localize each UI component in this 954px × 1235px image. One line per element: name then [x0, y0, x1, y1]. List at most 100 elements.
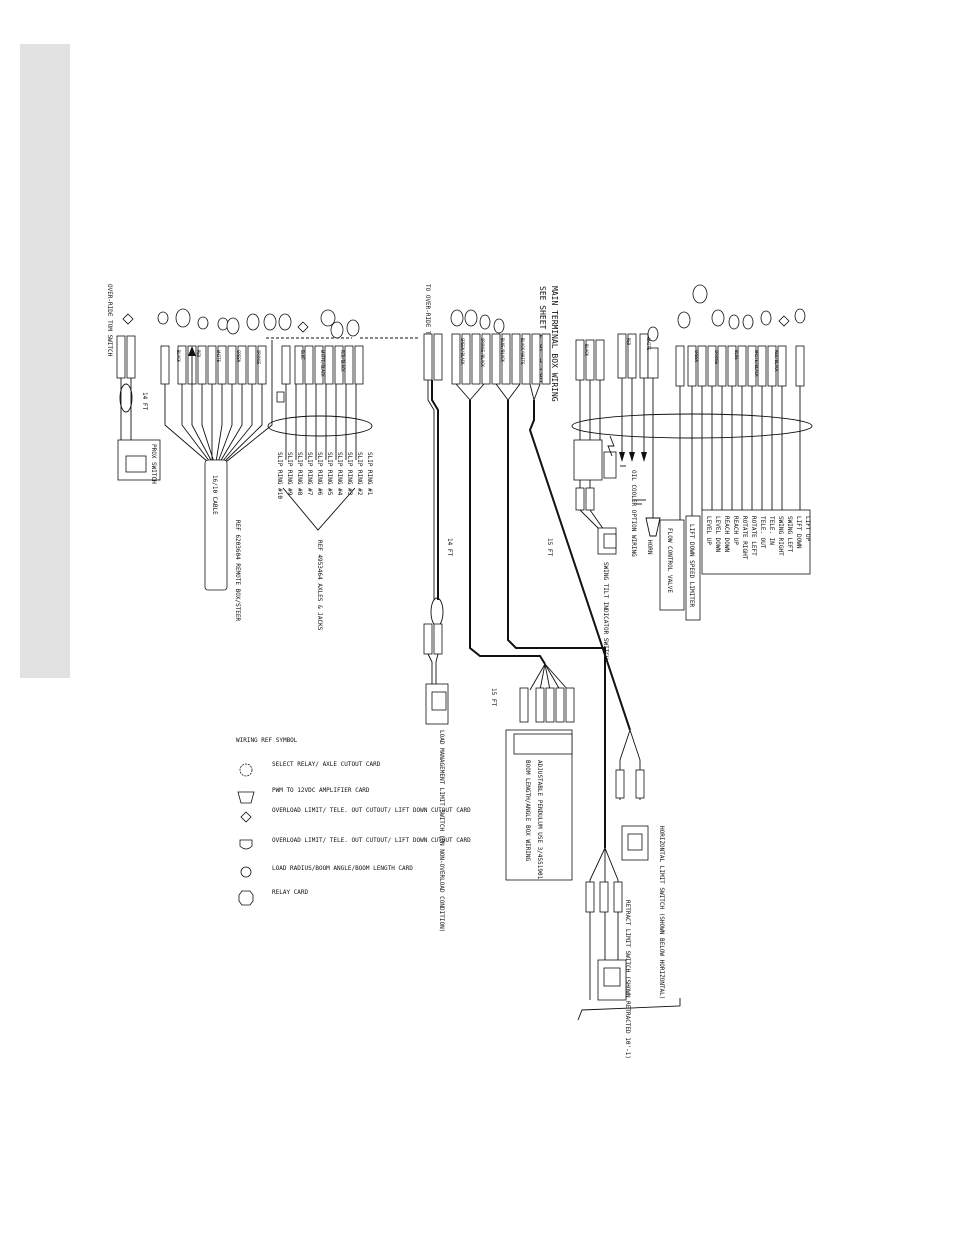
right-wire-group: OIL COOLER OPTION WIRING SWING TILT INDI… [573, 326, 661, 660]
function-lift-up: LIFT UP [804, 516, 811, 542]
octagon-symbol-icon [238, 890, 254, 906]
diamond-symbol-icon [240, 811, 252, 823]
function-table: LIFT UP LIFT DOWN SWING LEFT SWING RIGHT… [701, 509, 811, 575]
function-table-frame [701, 509, 811, 575]
slip-ring-group: SLIP RING #10 SLIP RING #9 SLIP RING #8 … [267, 309, 373, 631]
function-reach-down: REACH DOWN [723, 516, 730, 553]
slip-ring-4: SLIP RING #4 [336, 452, 343, 496]
slip-ring-1: SLIP RING #1 [366, 452, 373, 496]
gear-symbol-icon [794, 308, 806, 324]
flow-valve-label: FLOW CONTROL VALVE [666, 528, 673, 593]
gear-symbol-icon [728, 314, 740, 330]
wire-color-label: RED/BLACK [340, 350, 345, 372]
speed-limiter-box [685, 515, 701, 621]
diamond-symbol-icon [122, 313, 134, 325]
shield-symbol-icon [320, 309, 336, 327]
function-rotate-right: ROTATE RIGHT [741, 516, 748, 560]
circle-symbol-icon [263, 313, 277, 331]
function-tele-out: TELE. OUT [759, 516, 766, 549]
slip-ring-7: SLIP RING #7 [306, 452, 313, 496]
circle-symbol-icon [175, 308, 191, 328]
function-level-down: LEVEL DOWN [714, 516, 721, 553]
over-ride-label: OVER-RIDE TOM SWITCH [106, 284, 113, 357]
wire-color-label: WHITE/BLACK [320, 350, 325, 377]
override-switch-group: OVER-RIDE TOM SWITCH 14 FT PROX SWITCH [106, 284, 161, 484]
cable-symbols [157, 308, 277, 335]
remote-cable-group: 16/10 CABLE REF 6203604 REMOTE BOX/STEER [157, 308, 352, 622]
gear-symbol-icon [711, 309, 725, 327]
diamond-symbol-icon [297, 321, 309, 333]
function-rotate-left: ROTATE LEFT [750, 516, 757, 556]
wire-color-label: RED [626, 338, 631, 346]
terminal-block [116, 335, 126, 379]
function-wire-blocks [675, 345, 805, 387]
gear-symbol-icon [239, 763, 253, 777]
horizontal-switch-group: HORIZONTAL LIMIT SWITCH (SHOWN BELOW HOR… [615, 729, 665, 999]
axle-ref-label: REF 4953464 AXLES & JACKS [316, 540, 323, 631]
trapezoid-symbol-icon [237, 791, 255, 804]
legend-item-2: PWM TO 12VDC AMPLIFIER CARD [272, 787, 370, 794]
legend-item-4: OVERLOAD LIMIT/ TELE. OUT CUTOUT/ LIFT D… [272, 837, 471, 844]
legend-item-5: LOAD RADIUS/BOOM ANGLE/BOOM LENGTH CARD [272, 865, 413, 872]
legend-title: WIRING REF SYMBOL [236, 737, 298, 744]
legend-item-1: SELECT RELAY/ AXLE CUTOUT CARD [272, 761, 381, 768]
slip-ring-blocks [281, 345, 364, 385]
cable-label: 16/10 CABLE [211, 475, 218, 515]
wire-color-label: RED [196, 350, 201, 358]
length-lower: 15 FT [490, 688, 497, 706]
wire-color-label: WHITE/BLACK [754, 350, 759, 377]
wire-color-label: GREEN [694, 350, 699, 363]
terminal-block [126, 335, 136, 379]
wire-color-label: ORANGE [714, 350, 719, 365]
function-lift-down: LIFT DOWN [795, 516, 802, 549]
slip-ring-symbols [278, 309, 360, 339]
function-symbols [677, 284, 806, 330]
wire-color-label: GREEN/BLACK [460, 338, 465, 365]
boom-length-angle-box [505, 729, 573, 881]
function-swing-right: SWING RIGHT [777, 516, 784, 556]
gear-symbol-icon [330, 321, 344, 339]
wire-color-label: WHITE [646, 338, 651, 351]
page-margin-bar [20, 44, 70, 678]
prox-switch-label: PROX SWITCH [150, 444, 157, 484]
slip-ring-2: SLIP RING #2 [356, 452, 363, 496]
wire-color-label: ORANGE/BLACK [480, 338, 485, 367]
slip-ring-9: SLIP RING #9 [286, 452, 293, 496]
header-line2: MAIN TERMINAL BOX WIRING [550, 286, 559, 402]
legend-item-3: OVERLOAD LIMIT/ TELE. OUT CUTOUT/ LIFT D… [272, 807, 471, 814]
retract-switch-group: RETRACT LIMIT SWITCH (SHOWN RETRACTED 10… [577, 847, 681, 1059]
circle-symbol-icon [157, 311, 169, 325]
circle-symbol-icon [240, 866, 252, 878]
boom-box-sub: ADJUSTABLE PENDULUM USE 3/4551901 [536, 760, 543, 880]
prox-switch-terminals [125, 455, 147, 473]
boom-symbols [450, 309, 505, 334]
wire-color-label: BLUE [734, 350, 739, 360]
length-mid-left: 14 FT [446, 538, 453, 556]
wire-color-label: ORANGE [256, 350, 261, 365]
circle-symbol-icon [246, 313, 260, 331]
function-reach-up: REACH UP [732, 516, 739, 545]
oil-cooler-label: OIL COOLER OPTION WIRING [630, 470, 637, 557]
wire-color-label: GREEN [236, 350, 241, 363]
flow-control-valve-box [659, 519, 685, 611]
remote-ref-label: REF 6203604 REMOTE BOX/STEER [234, 520, 241, 622]
function-tele-in: TELE. IN [768, 516, 775, 545]
gear-symbol-icon [217, 317, 229, 331]
horizontal-switch-label: HORIZONTAL LIMIT SWITCH (SHOWN BELOW HOR… [658, 826, 665, 999]
circle-symbol-icon [197, 316, 209, 330]
shield-symbol-icon [239, 839, 253, 850]
wire-color-label: BLACK/WHITE [520, 338, 525, 365]
gear-symbol-icon [742, 314, 754, 330]
wire-color-label: BLACK [584, 344, 589, 357]
to-over-ride-label: TO OVER-RIDE TEST SWITCH [424, 284, 431, 371]
slip-ring-8: SLIP RING #8 [296, 452, 303, 496]
wire-color-label: WHITE [216, 350, 221, 363]
load-mgmt-label: LOAD MANAGEMENT LIMIT SWITCH (ON NON-OVE… [438, 730, 445, 932]
length-top-left: 14 FT [141, 392, 148, 410]
wire-color-label: RED/BLACK [774, 350, 779, 372]
wire-color-label: BLUE [300, 350, 305, 360]
slip-ring-3: SLIP RING #3 [346, 452, 353, 496]
diamond-symbol-icon [778, 315, 790, 327]
speed-limiter-label: LIFT DOWN SPEED LIMITER [688, 524, 695, 607]
